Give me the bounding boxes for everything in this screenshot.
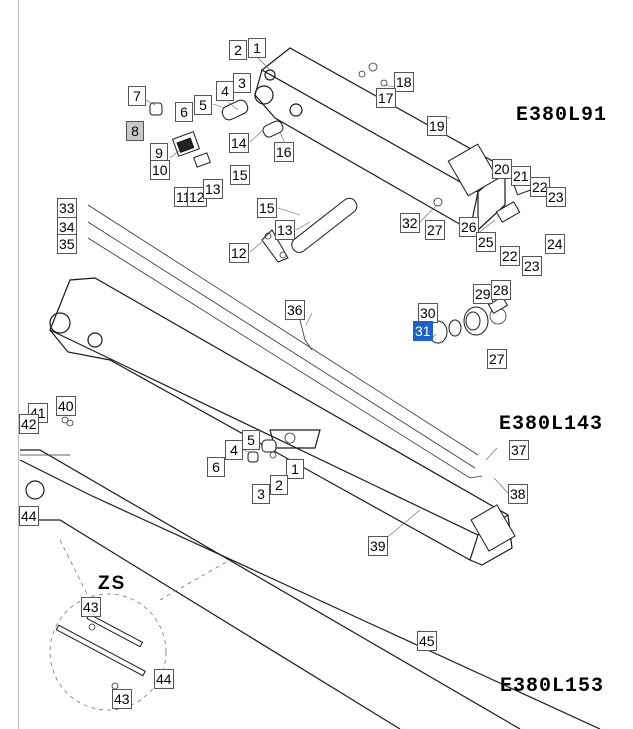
callout-13[interactable]: 13	[203, 179, 223, 199]
callout-5[interactable]: 5	[242, 430, 260, 450]
callout-44[interactable]: 44	[19, 506, 39, 526]
detail-label-zs: ZS	[98, 573, 127, 594]
boom-section-middle	[49, 277, 516, 566]
callout-26[interactable]: 26	[459, 217, 479, 237]
callout-22[interactable]: 22	[500, 246, 520, 266]
pin-parts-middle	[61, 416, 277, 463]
callout-25[interactable]: 25	[476, 232, 496, 252]
callout-9[interactable]: 9	[150, 143, 168, 163]
callout-38[interactable]: 38	[508, 484, 528, 504]
callout-16[interactable]: 16	[274, 142, 294, 162]
callout-24[interactable]: 24	[545, 234, 565, 254]
callout-4[interactable]: 4	[216, 81, 234, 101]
callout-6[interactable]: 6	[207, 457, 225, 477]
callout-29[interactable]: 29	[473, 284, 493, 304]
zs-detail	[49, 539, 231, 711]
callout-27[interactable]: 27	[425, 220, 445, 240]
callout-40[interactable]: 40	[56, 396, 76, 416]
callout-35[interactable]: 35	[57, 234, 77, 254]
callout-22[interactable]: 22	[530, 177, 550, 197]
callout-3[interactable]: 3	[252, 484, 270, 504]
section-title-middle: E380L143	[499, 413, 604, 436]
pin-assembly	[261, 197, 358, 263]
callout-10[interactable]: 10	[150, 160, 170, 180]
callout-2[interactable]: 2	[270, 475, 288, 495]
callout-45[interactable]: 45	[417, 631, 437, 651]
callout-33[interactable]: 33	[57, 198, 77, 218]
callout-37[interactable]: 37	[509, 440, 529, 460]
callout-41[interactable]: 41	[28, 403, 48, 423]
callout-23[interactable]: 23	[522, 256, 542, 276]
hose-lines	[87, 204, 483, 479]
callout-2[interactable]: 2	[229, 40, 247, 60]
callout-21[interactable]: 21	[511, 166, 531, 186]
callout-27[interactable]: 27	[487, 349, 507, 369]
pin-parts-top	[149, 62, 388, 168]
callout-43[interactable]: 43	[112, 689, 132, 709]
callout-39[interactable]: 39	[368, 536, 388, 556]
callout-44[interactable]: 44	[154, 669, 174, 689]
callout-32[interactable]: 32	[400, 213, 420, 233]
callout-3[interactable]: 3	[233, 73, 251, 93]
section-title-top: E380L91	[516, 104, 608, 127]
callout-13[interactable]: 13	[275, 220, 295, 240]
callout-43[interactable]: 43	[81, 597, 101, 617]
callout-19[interactable]: 19	[427, 116, 447, 136]
boom-section-bottom	[19, 449, 601, 729]
callout-17[interactable]: 17	[376, 88, 396, 108]
callout-1[interactable]: 1	[248, 38, 266, 58]
callout-15[interactable]: 15	[230, 165, 250, 185]
callout-31[interactable]: 31	[413, 321, 433, 341]
callout-30[interactable]: 30	[418, 303, 438, 323]
callout-20[interactable]: 20	[492, 159, 512, 179]
callout-36[interactable]: 36	[285, 300, 305, 320]
callout-23[interactable]: 23	[546, 187, 566, 207]
callout-15[interactable]: 15	[257, 198, 277, 218]
bearing-parts	[428, 306, 489, 344]
callout-7[interactable]: 7	[128, 86, 146, 106]
callout-4[interactable]: 4	[225, 440, 243, 460]
callout-8[interactable]: 8	[126, 121, 144, 141]
callout-18[interactable]: 18	[394, 72, 414, 92]
callout-12[interactable]: 12	[229, 243, 249, 263]
callout-5[interactable]: 5	[194, 95, 212, 115]
callout-42[interactable]: 42	[19, 414, 39, 434]
callout-14[interactable]: 14	[229, 133, 249, 153]
callout-28[interactable]: 28	[491, 280, 511, 300]
drawing-frame	[18, 0, 633, 729]
callout-1[interactable]: 1	[286, 459, 304, 479]
callout-6[interactable]: 6	[175, 102, 193, 122]
section-title-bottom: E380L153	[500, 675, 605, 698]
